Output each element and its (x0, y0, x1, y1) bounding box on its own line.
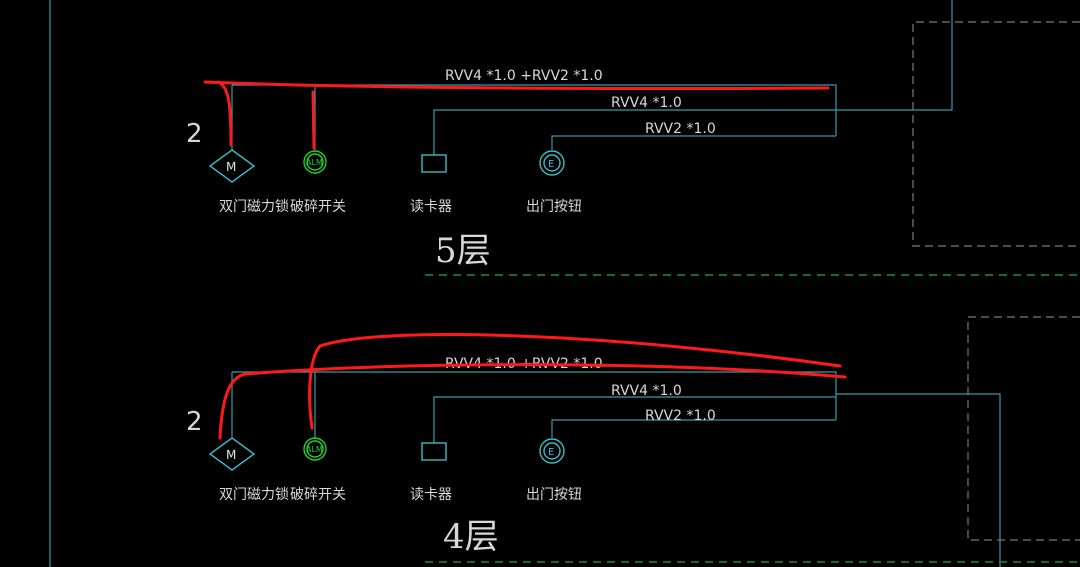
reader-cable-wire (433, 396, 836, 443)
main-cable-wire (232, 84, 837, 136)
floor-label: 5层 (435, 231, 491, 271)
floor-5-group: RVV4 *1.0 +RVV2 *1.0 RVV4 *1.0 RVV2 *1.0… (186, 68, 837, 271)
cable-label-button: RVV2 *1.0 (645, 121, 716, 137)
diamond-lock-icon: M (208, 437, 256, 471)
button-cable-wire (551, 419, 836, 438)
red-markup-main (218, 363, 847, 440)
red-markup-main (203, 80, 830, 91)
cable-label-main: RVV4 *1.0 +RVV2 *1.0 (445, 68, 603, 84)
cable-label-reader: RVV4 *1.0 (611, 383, 682, 399)
exit-button-icon: E (539, 150, 565, 176)
button-cable-wire (551, 135, 836, 150)
device-label-button: 出门按钮 (526, 487, 582, 503)
card-reader-icon (421, 442, 447, 461)
device-label-lock: 双门磁力锁 (219, 487, 289, 503)
device-label-button: 出门按钮 (526, 199, 582, 215)
break-glass-alarm-icon: ALM (303, 150, 327, 174)
red-markup-alarm (308, 333, 842, 430)
device-label-alarm: 破碎开关 (290, 199, 346, 215)
riser-wire-upper (836, 0, 953, 111)
svg-text:E: E (548, 159, 554, 170)
reader-cable-wire (433, 109, 836, 155)
red-markup-alarm (311, 90, 316, 150)
svg-text:E: E (548, 447, 554, 458)
floor-4-group: RVV4 *1.0 +RVV2 *1.0 RVV4 *1.0 RVV2 *1.0… (186, 333, 847, 557)
cable-label-button: RVV2 *1.0 (645, 408, 716, 424)
device-label-lock: 双门磁力锁 (219, 199, 289, 215)
equipment-box-lower (967, 316, 1080, 541)
riser-wire-lower (836, 393, 1001, 567)
diamond-lock-icon: M (208, 149, 256, 183)
red-markup-lock (216, 80, 233, 147)
cable-label-reader: RVV4 *1.0 (611, 95, 682, 111)
floor-label: 4层 (443, 517, 499, 557)
main-cable-wire (232, 371, 837, 420)
break-glass-alarm-icon: ALM (303, 437, 327, 461)
svg-text:ALM: ALM (306, 445, 323, 454)
device-label-reader: 读卡器 (410, 198, 452, 215)
device-label-reader: 读卡器 (410, 486, 452, 503)
card-reader-icon (421, 154, 447, 173)
row-number: 2 (186, 407, 203, 437)
equipment-box-upper (912, 21, 1080, 247)
exit-button-icon: E (539, 438, 565, 464)
svg-text:ALM: ALM (306, 158, 323, 167)
device-label-alarm: 破碎开关 (290, 487, 346, 503)
row-number: 2 (186, 119, 203, 149)
svg-text:M: M (226, 448, 236, 462)
svg-text:M: M (226, 160, 236, 174)
